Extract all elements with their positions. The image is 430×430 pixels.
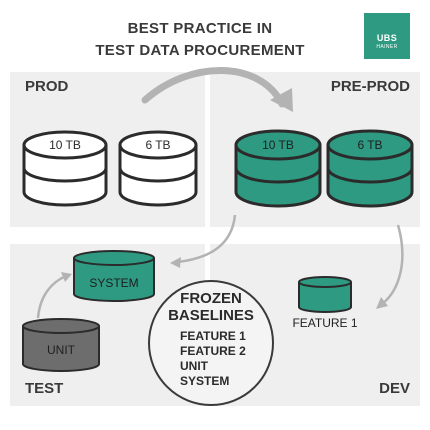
arrow-unit-to-system (36, 274, 67, 319)
arrow-prod-to-preprod (141, 67, 286, 108)
preprod-db-6tb (326, 129, 414, 208)
prod-db-10tb-label: 10 TB (49, 138, 81, 152)
prod-db-10tb (22, 130, 108, 207)
arrow-preprod-to-dev-head (376, 297, 388, 309)
test-label: TEST (25, 380, 64, 397)
arrow-preprod-to-test-head (170, 257, 181, 268)
preprod-label: PRE-PROD (330, 78, 410, 95)
dev-feature-1-label: FEATURE 1 (292, 316, 357, 330)
preprod-db-10tb (234, 129, 322, 208)
arrow-preprod-to-test (177, 214, 237, 264)
frozen-item: FEATURE 2 (180, 344, 246, 358)
arrow-unit-to-system-head (61, 272, 72, 282)
preprod-db-10tb-label: 10 TB (262, 138, 294, 152)
frozen-baselines-circle: FROZEN BASELINES FEATURE 1 FEATURE 2 UNI… (148, 280, 274, 406)
title-line-2: TEST DATA PROCUREMENT (95, 42, 305, 59)
test-db-unit (22, 318, 100, 372)
test-db-system (73, 250, 155, 302)
dev-db-feature-1 (298, 276, 352, 313)
test-db-system-label: SYSTEM (89, 276, 138, 290)
logo-subtitle: HAINER (376, 44, 398, 50)
prod-db-6tb (118, 130, 198, 207)
dev-label: DEV (379, 380, 410, 397)
frozen-item: FEATURE 1 (180, 329, 246, 343)
ubs-hainer-logo: UBS HAINER (364, 13, 410, 59)
frozen-item: SYSTEM (180, 374, 230, 388)
title-line-1: BEST PRACTICE IN (127, 20, 273, 37)
prod-db-6tb-label: 6 TB (145, 138, 170, 152)
frozen-heading-line-2: BASELINES (168, 307, 254, 324)
frozen-item: UNIT (180, 359, 208, 373)
arrow-prod-to-preprod-head (270, 88, 293, 112)
diagram-title: BEST PRACTICE IN TEST DATA PROCUREMENT (60, 18, 340, 62)
logo-name: UBS (376, 33, 398, 43)
frozen-heading-line-1: FROZEN (180, 290, 242, 307)
arrow-preprod-to-dev (381, 224, 404, 305)
preprod-db-6tb-label: 6 TB (357, 138, 382, 152)
test-db-unit-label: UNIT (47, 343, 76, 357)
prod-label: PROD (25, 78, 69, 95)
